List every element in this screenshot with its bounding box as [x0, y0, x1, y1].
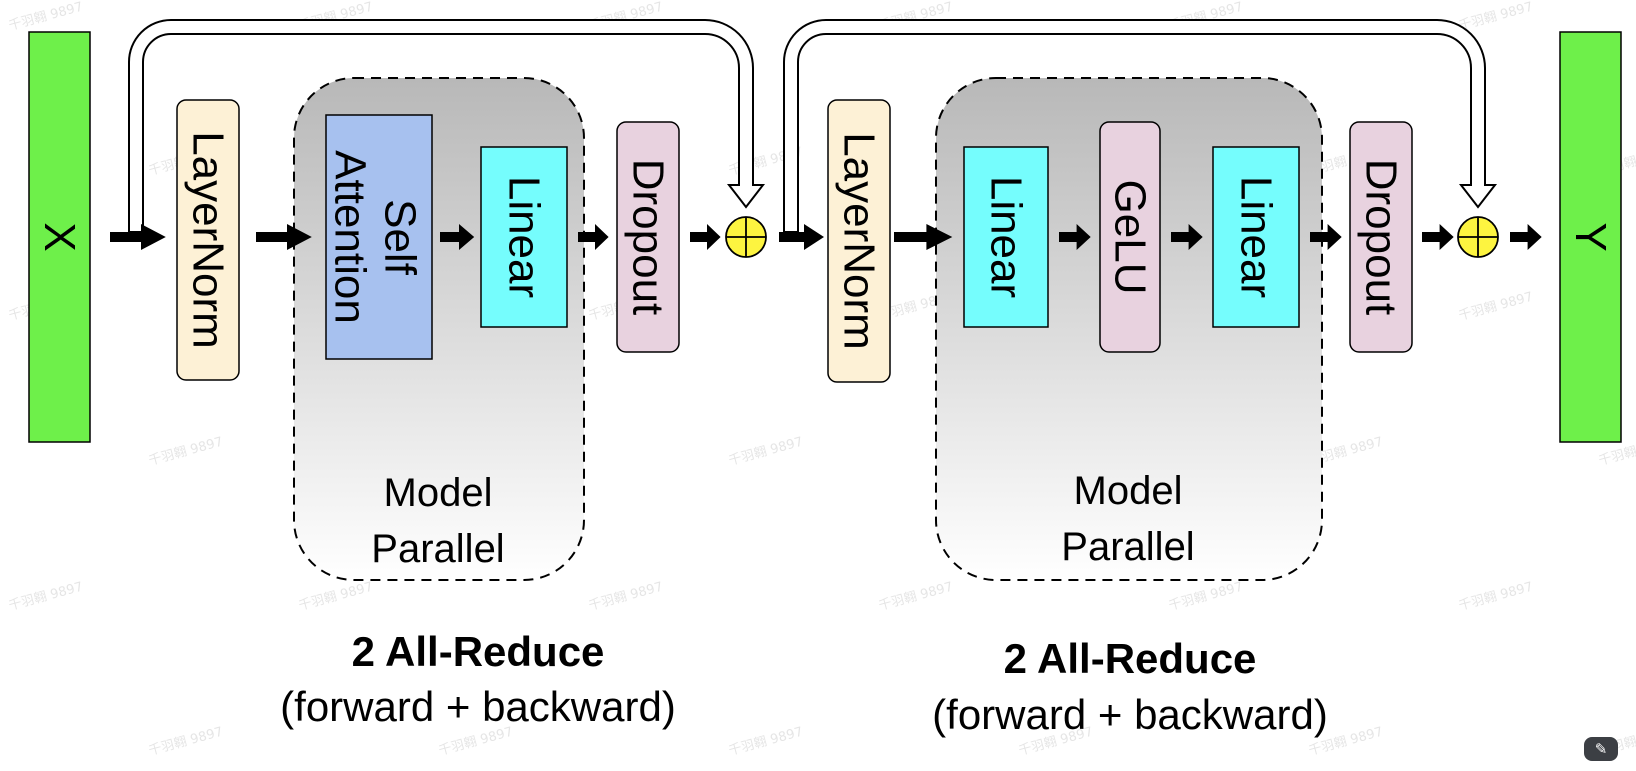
watermark-text: 千羽翱 9897	[147, 725, 225, 759]
gelu-label: GeLU	[1106, 180, 1155, 295]
linear-block-3: Linear	[1212, 146, 1300, 328]
layernorm-block-2: LayerNorm	[827, 99, 891, 383]
residual-skip-arrow-1	[128, 19, 766, 233]
residual-add-node-1	[725, 216, 767, 258]
watermark-text: 千羽翱 9897	[7, 580, 85, 614]
linear-block-2: Linear	[963, 146, 1049, 328]
watermark-text: 千羽翱 9897	[1457, 580, 1535, 614]
magic-wand-button[interactable]: ✎	[1584, 737, 1618, 761]
watermark-text: 千羽翱 9897	[587, 580, 665, 614]
arrow-right-icon	[1422, 224, 1454, 250]
caption-subtitle: (forward + backward)	[932, 691, 1328, 738]
caption-title: 2 All-Reduce	[1004, 635, 1257, 682]
residual-add-node-2	[1457, 216, 1499, 258]
residual-skip-arrow-2	[783, 19, 1498, 233]
watermark-text: 千羽翱 9897	[7, 0, 85, 34]
caption-left: 2 All-Reduce (forward + backward)	[280, 628, 676, 730]
linear-label: Linear	[500, 176, 549, 298]
output-y-label: Y	[1566, 222, 1615, 251]
gelu-block: GeLU	[1099, 121, 1161, 353]
watermark-text: 千羽翱 9897	[147, 435, 225, 469]
linear-label: Linear	[1232, 176, 1281, 298]
watermark-text: 千羽翱 9897	[727, 725, 805, 759]
watermark-text: 千羽翱 9897	[1457, 0, 1535, 34]
watermark-text: 千羽翱 9897	[1167, 580, 1245, 614]
arrow-right-icon	[1510, 224, 1542, 250]
caption-right: 2 All-Reduce (forward + backward)	[932, 635, 1328, 738]
caption-subtitle: (forward + backward)	[280, 683, 676, 730]
caption-title: 2 All-Reduce	[352, 628, 605, 675]
model-parallel-label-line2: Parallel	[1061, 525, 1194, 569]
output-y-block: Y	[1559, 31, 1622, 443]
layernorm-label: LayerNorm	[835, 132, 884, 350]
self-attention-label-line2: Attention	[326, 150, 375, 324]
input-x-label: X	[35, 222, 84, 251]
watermark-text: 千羽翱 9897	[877, 580, 955, 614]
input-x-block: X	[28, 31, 91, 443]
dropout-block-2: Dropout	[1349, 121, 1413, 353]
watermark-text: 千羽翱 9897	[297, 580, 375, 614]
linear-label: Linear	[982, 176, 1031, 298]
layernorm-block-1: LayerNorm	[176, 99, 240, 381]
self-attention-label-line1: Self	[376, 199, 425, 276]
watermark-text: 千羽翱 9897	[727, 435, 805, 469]
arrow-right-icon	[690, 224, 721, 250]
watermark-text: 千羽翱 9897	[1457, 290, 1535, 324]
linear-block-1: Linear	[480, 146, 568, 328]
dropout-label: Dropout	[1357, 159, 1406, 316]
dropout-label: Dropout	[624, 159, 673, 316]
model-parallel-label-line1: Model	[384, 471, 493, 515]
model-parallel-label-line2: Parallel	[371, 527, 504, 571]
watermark-layer: 千羽翱 9897 千羽翱 9897 千羽翱 9897 千羽翱 9897 千羽翱 9897…	[7, 0, 1636, 759]
model-parallel-label-line1: Model	[1074, 469, 1183, 513]
self-attention-block: Self Attention	[325, 114, 433, 360]
layernorm-label: LayerNorm	[184, 131, 233, 349]
dropout-block-1: Dropout	[616, 121, 680, 353]
magic-wand-icon: ✎	[1594, 740, 1608, 758]
